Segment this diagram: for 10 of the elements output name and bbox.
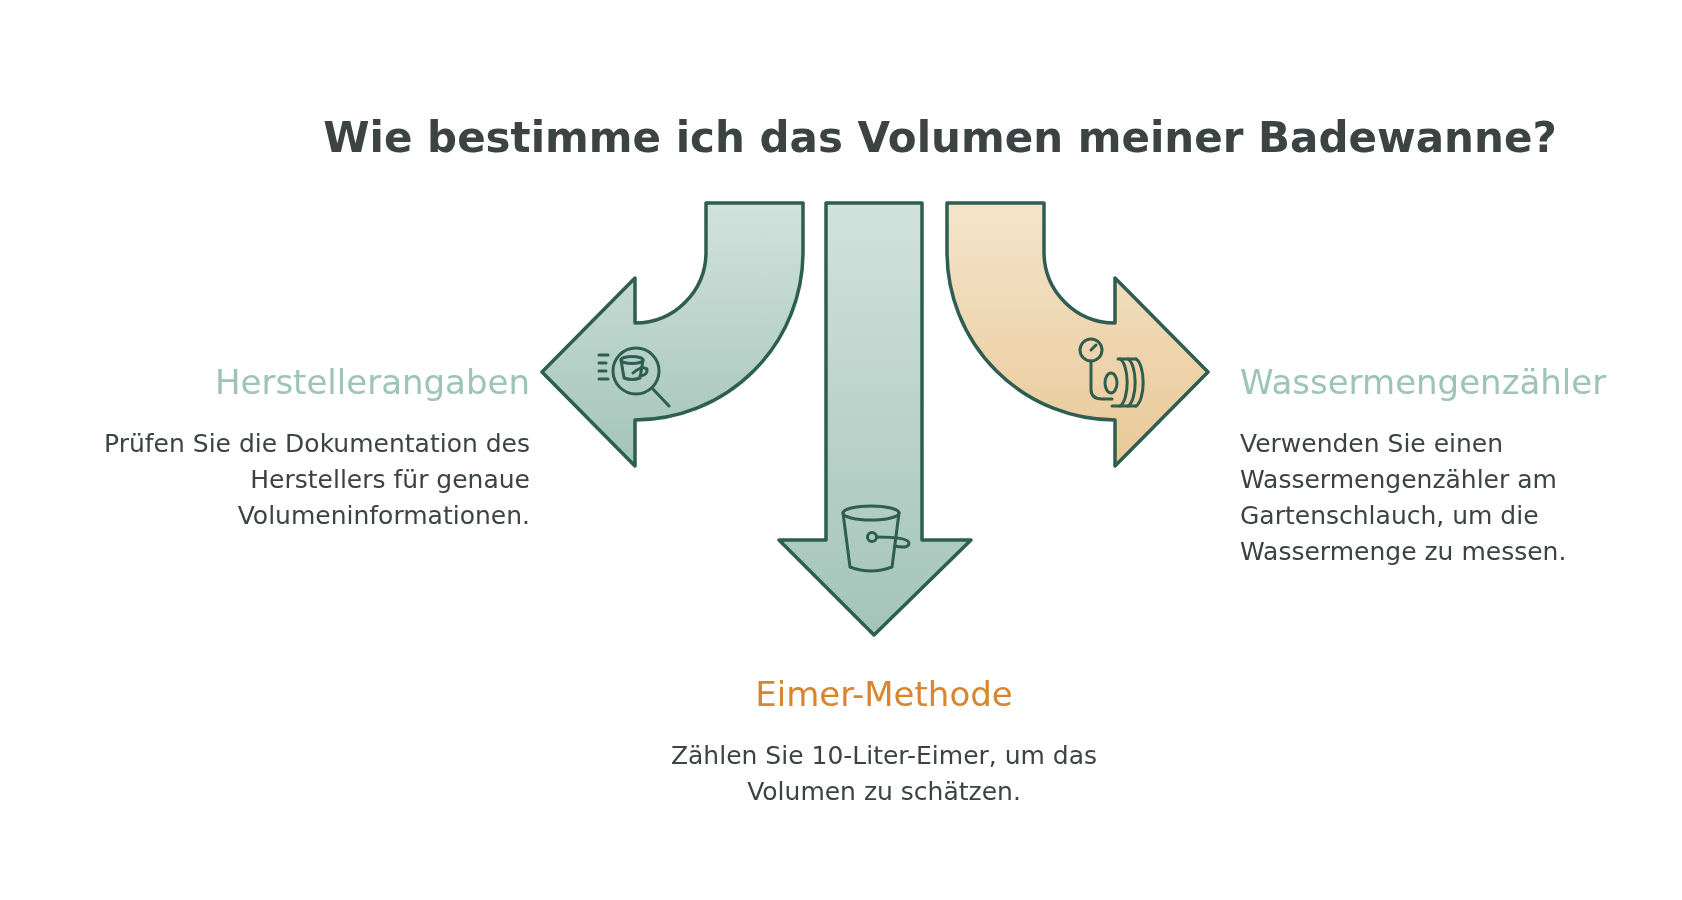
option-description: Prüfen Sie die Dokumentation des Herstellers für genaue Volumeninformationen.: [103, 428, 530, 532]
straight-arrow: [777, 201, 973, 637]
option-heading: Wassermengenzähler: [1240, 361, 1607, 404]
option-heading: Eimer-Methode: [755, 673, 1013, 716]
option-heading: Herstellerangaben: [214, 361, 530, 404]
option-description: Verwenden Sie einen Wassermengenzähler am Gartenschlauch, um die Wassermenge zu messen.: [1240, 428, 1568, 568]
curved-arrow: [945, 201, 1210, 468]
curved-arrow: [540, 201, 805, 468]
diagram-title: Wie bestimme ich das Volumen meiner Badewanne?: [322, 112, 1558, 164]
option-description: Zählen Sie 10-Liter-Eimer, um das Volumen zu schätzen.: [669, 740, 1099, 808]
